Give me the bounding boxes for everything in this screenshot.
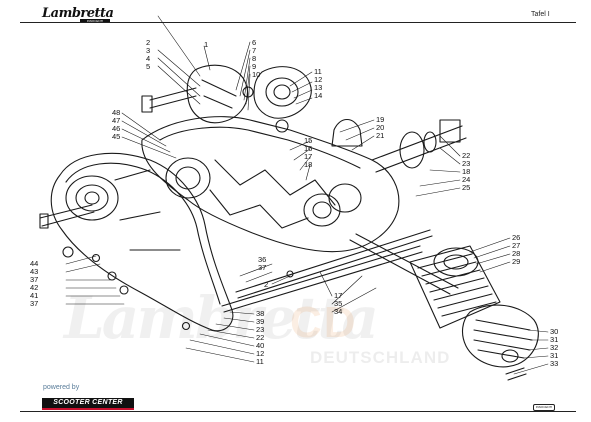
callout-center-3: 18 [304, 160, 312, 169]
callout-left-1: 43 [30, 267, 38, 276]
cd-watermark: CD [290, 298, 358, 347]
callout-left-2: 37 [30, 275, 38, 284]
callout-top-left-3: 5 [146, 62, 150, 71]
callout-lower-mid-0: 17 [334, 291, 342, 300]
lambretta-watermark: Lambretta [64, 284, 379, 352]
callout-left-mid-2: 46 [112, 124, 120, 133]
callout-center-0: 15 [304, 136, 312, 145]
callout-lower-left-3: 22 [256, 333, 264, 342]
callout-left-3: 42 [30, 283, 38, 292]
callout-right-top-0: 22 [462, 151, 470, 160]
callout-top-mid-3: 9 [252, 62, 256, 71]
callout-right-mid-0: 26 [512, 233, 520, 242]
callout-top-left-0: 2 [146, 38, 150, 47]
callout-lower-left-4: 40 [256, 341, 264, 350]
mini-logo-text: INNOCENTI [535, 405, 553, 409]
powered-by-label: powered by [43, 384, 80, 391]
callout-top-left-4: 1 [204, 40, 208, 49]
callout-middle-0: 2 [264, 280, 268, 289]
callout-lower-right-2: 32 [550, 343, 558, 352]
callout-middle-left-0: 36 [258, 255, 266, 264]
brand-wordmark: Lambretta [42, 6, 114, 21]
callout-middle-left-1: 37 [258, 263, 266, 272]
callout-right-mid-1: 27 [512, 241, 520, 250]
callout-center-1: 16 [304, 144, 312, 153]
plate-label: Tafel I [531, 11, 550, 18]
callout-right-top-4: 25 [462, 183, 470, 192]
callout-top-mid-1: 7 [252, 46, 256, 55]
callout-top-right-1: 12 [314, 75, 322, 84]
lambretta-logo: Lambretta INNOCENTI [42, 6, 114, 24]
brand-subtext: INNOCENTI [80, 19, 110, 23]
callout-center-right-1: 20 [376, 123, 384, 132]
callout-left-mid-1: 47 [112, 116, 120, 125]
callout-right-top-1: 23 [462, 159, 470, 168]
innocenti-mini-logo: INNOCENTI [533, 404, 555, 411]
scooter-center-logo: SCOOTER CENTER [42, 398, 134, 410]
callout-center-2: 17 [304, 152, 312, 161]
callout-top-left-1: 3 [146, 46, 150, 55]
callout-left-mid-0: 48 [112, 108, 120, 117]
callout-right-top-3: 24 [462, 175, 470, 184]
callout-lower-mid-2: 34 [334, 307, 342, 316]
callout-left-mid-3: 45 [112, 132, 120, 141]
callout-lower-mid-1: 35 [334, 299, 342, 308]
callout-top-right-2: 13 [314, 83, 322, 92]
callout-top-mid-2: 8 [252, 54, 256, 63]
callout-right-top-2: 18 [462, 167, 470, 176]
callout-lower-right-0: 30 [550, 327, 558, 336]
callout-lower-right-4: 33 [550, 359, 558, 368]
callout-lower-left-2: 23 [256, 325, 264, 334]
callout-lower-left-6: 11 [256, 357, 264, 366]
callout-left-5: 37 [30, 299, 38, 308]
callout-lower-left-5: 12 [256, 349, 264, 358]
deutschland-watermark: DEUTSCHLAND [310, 348, 451, 367]
callout-left-0: 44 [30, 259, 38, 268]
callout-lower-left-1: 39 [256, 317, 264, 326]
callout-lower-left-0: 38 [256, 309, 264, 318]
callout-lower-right-3: 31 [550, 351, 558, 360]
callout-top-right-0: 11 [314, 67, 322, 76]
callout-center-right-2: 21 [376, 131, 384, 140]
top-divider [20, 22, 576, 23]
callout-center-right-0: 19 [376, 115, 384, 124]
bottom-divider [20, 411, 576, 412]
callout-left-4: 41 [30, 291, 38, 300]
callout-top-mid-4: 10 [252, 70, 260, 79]
callout-lower-right-1: 31 [550, 335, 558, 344]
callout-right-mid-3: 29 [512, 257, 520, 266]
callout-top-mid-0: 6 [252, 38, 256, 47]
callout-top-right-3: 14 [314, 91, 322, 100]
callout-top-left-2: 4 [146, 54, 150, 63]
callout-right-mid-2: 28 [512, 249, 520, 258]
